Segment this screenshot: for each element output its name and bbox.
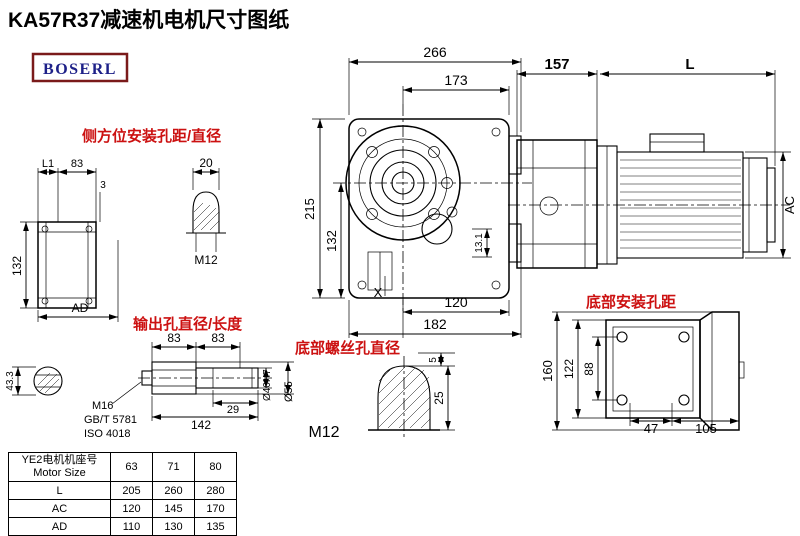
dim-132-front: 132 [324,230,339,252]
annotation-output-hole: 输出孔直径/长度 [133,315,243,333]
dim-157: 157 [544,56,569,73]
table-header-en: Motor Size [33,467,86,480]
dim-215: 215 [302,198,317,220]
dim-173: 173 [444,72,468,88]
front-view: 266 173 215 132 120 182 13.1 X [302,44,532,338]
dim-88: 88 [582,362,596,376]
logo-text: BOSERL [43,61,117,78]
cell: 170 [194,499,237,519]
dim-142: 142 [191,418,211,432]
terminal-box [649,133,705,153]
annotations: 侧方位安装孔距/直径 输出孔直径/长度 底部螺丝孔直径 底部安装孔距 [82,127,676,357]
dim-3: 3 [100,180,106,191]
bottom-screw-detail: 5 25 M12 [308,352,455,441]
output-shaft-detail: 83 83 29 142 Ø40H7 Ø55 43.3 M16 GB/T 578… [5,331,295,440]
side-view: 157 L AC [508,56,797,269]
cell: 280 [194,481,237,501]
dim-132-side: 132 [10,256,24,276]
dim-43-3: 43.3 [5,371,16,391]
dim-83-hub: 83 [167,331,181,345]
row-label: AD [8,517,111,536]
dim-L: L [685,56,694,73]
dim-266: 266 [423,44,447,60]
table-size-71: 71 [152,451,195,483]
dim-5: 5 [428,357,439,363]
cell: 205 [110,481,153,501]
bottom-footprint-view: 160 122 88 47 105 [540,311,745,436]
annotation-bottom-screw: 底部螺丝孔直径 [295,339,400,357]
dim-47: 47 [644,421,658,436]
dim-AD: AD [72,301,89,315]
cell: 135 [194,517,237,536]
dim-105: 105 [695,421,717,436]
dim-160: 160 [540,360,555,382]
dim-120: 120 [444,294,468,310]
page-title: KA57R37减速机电机尺寸图纸 [8,8,289,32]
table-header-label: YE2电机机座号 Motor Size [8,451,111,483]
row-label: L [8,481,111,501]
header: KA57R37减速机电机尺寸图纸 BOSERL [8,8,289,83]
dim-122: 122 [562,359,576,379]
dim-shaft-dia: Ø55 [283,381,295,402]
table-row-AD: AD 110 130 135 [8,517,237,536]
table-size-63: 63 [110,451,153,483]
annotation-bottom-mount: 底部安装孔距 [586,293,676,311]
logo-box [31,52,129,83]
left-view: L1 83 3 132 AD [10,158,119,322]
side-plug-detail: 20 M12 [186,156,226,267]
dim-bore: Ø40H7 [262,369,273,401]
table-row-L: L 205 260 280 [8,481,237,501]
dim-13-1: 13.1 [474,233,485,253]
dim-20: 20 [199,156,213,170]
dim-25: 25 [432,391,446,405]
table-header-cn: YE2电机机座号 [21,454,98,466]
dim-29: 29 [227,404,239,416]
cell: 260 [152,481,195,501]
size-table: YE2电机机座号 Motor Size 63 71 80 L 205 260 2… [8,451,237,536]
dim-M12-bottom: M12 [308,424,339,441]
table-row-AC: AC 120 145 170 [8,499,237,519]
cell: 120 [110,499,153,519]
label-iso: ISO 4018 [84,428,130,440]
label-gbt: GB/T 5781 [84,414,137,426]
dim-x-mark: X [374,285,383,300]
label-M16: M16 [92,400,113,412]
row-label: AC [8,499,111,519]
cell: 145 [152,499,195,519]
dim-182: 182 [423,316,447,332]
annotation-side-mount: 侧方位安装孔距/直径 [82,127,221,145]
dim-83-side: 83 [71,158,83,170]
dim-M12-side: M12 [194,253,218,267]
table-header-row: YE2电机机座号 Motor Size 63 71 80 [8,451,237,483]
dim-L1: L1 [42,158,54,170]
cell: 110 [110,517,153,536]
dim-AC: AC [782,196,797,214]
dim-83-shaft: 83 [211,331,225,345]
table-size-80: 80 [194,451,237,483]
cell: 130 [152,517,195,536]
